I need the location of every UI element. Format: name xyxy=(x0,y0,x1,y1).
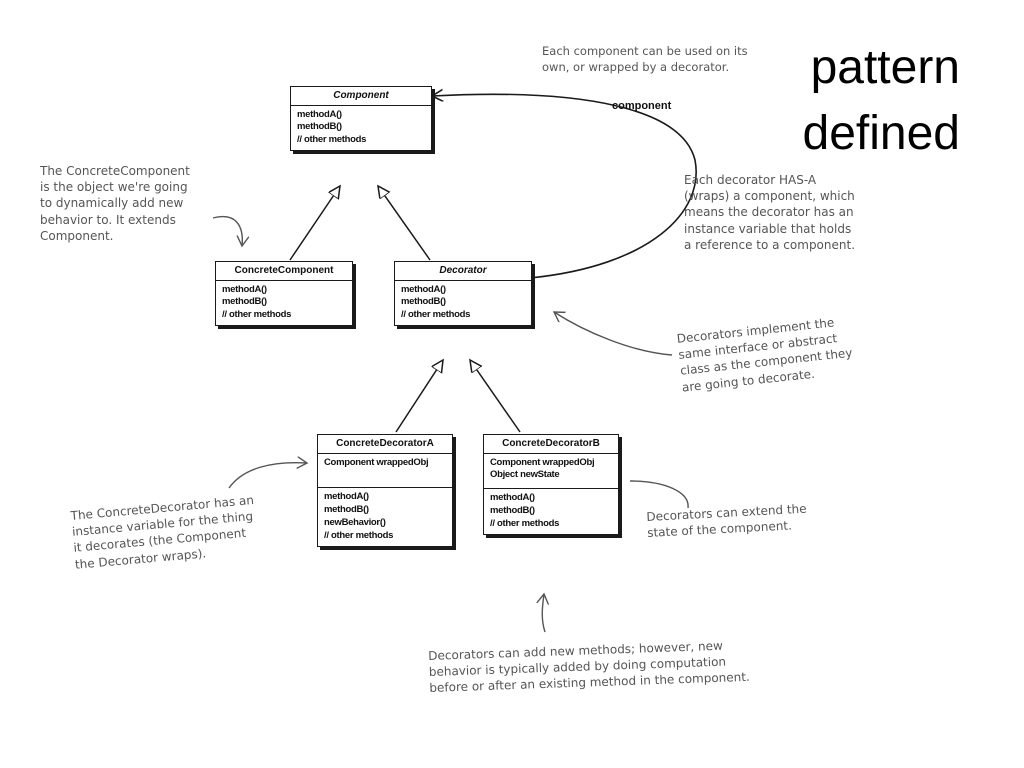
method-list: methodA() methodB() newBehavior() // oth… xyxy=(318,488,452,545)
method: methodA() xyxy=(222,283,267,295)
field: Component wrappedObj xyxy=(324,456,429,468)
method: methodB() xyxy=(222,296,267,308)
class-name: ConcreteDecoratorA xyxy=(318,435,452,454)
note-each-component: Each component can be used on its own, o… xyxy=(542,44,748,74)
association-label: component xyxy=(612,100,672,112)
class-name: Decorator xyxy=(395,262,531,281)
method: newBehavior() xyxy=(324,516,386,528)
field-list: Component wrappedObj xyxy=(318,454,452,489)
class-concrete-decorator-b: ConcreteDecoratorB Component wrappedObj … xyxy=(483,434,619,535)
method: // other methods xyxy=(401,309,471,321)
note-has-a: Each decorator HAS-A (wraps) a component… xyxy=(684,173,856,252)
method-list: methodA() methodB() // other methods xyxy=(216,281,352,325)
class-name: ConcreteDecoratorB xyxy=(484,435,618,454)
method: methodA() xyxy=(401,283,446,295)
pointer-concrete-component xyxy=(212,215,242,246)
pointer-implement xyxy=(554,312,673,356)
method: methodA() xyxy=(324,491,369,503)
class-concrete-decorator-a: ConcreteDecoratorA Component wrappedObj … xyxy=(317,434,453,547)
slide-title-line-2: defined xyxy=(802,107,960,160)
method: // other methods xyxy=(222,309,292,321)
field: Component wrappedObj xyxy=(490,456,595,468)
pointer-new-methods xyxy=(542,594,545,633)
inherit-decorator-a xyxy=(395,360,443,433)
class-name: ConcreteComponent xyxy=(216,262,352,281)
method-list: methodA() methodB() // other methods xyxy=(484,489,618,533)
method: methodB() xyxy=(324,504,369,516)
method: methodA() xyxy=(490,492,535,504)
method-list: methodA() methodB() // other methods xyxy=(395,281,531,325)
inherit-concrete-component xyxy=(289,186,340,261)
slide-title-line-1: pattern xyxy=(810,41,960,94)
class-name: Component xyxy=(291,87,431,106)
inherit-decorator xyxy=(378,186,431,261)
method: // other methods xyxy=(490,517,560,529)
method-list: methodA() methodB() // other methods xyxy=(291,106,431,150)
class-decorator: Decorator methodA() methodB() // other m… xyxy=(394,261,532,326)
field-list: Component wrappedObj Object newState xyxy=(484,454,618,490)
pointer-extend-state xyxy=(629,480,689,509)
field: Object newState xyxy=(490,469,560,481)
inherit-decorator-b xyxy=(470,360,521,433)
method: methodB() xyxy=(297,121,342,133)
note-concrete-component: The ConcreteComponent is the object we'r… xyxy=(40,164,190,243)
method: methodA() xyxy=(297,108,342,120)
class-concrete-component: ConcreteComponent methodA() methodB() //… xyxy=(215,261,353,326)
method: // other methods xyxy=(324,529,394,541)
class-component: Component methodA() methodB() // other m… xyxy=(290,86,432,151)
pointer-concrete-decorator xyxy=(228,463,307,489)
association-component xyxy=(432,94,697,279)
method: // other methods xyxy=(297,134,367,146)
method: methodB() xyxy=(401,296,446,308)
method: methodB() xyxy=(490,504,535,516)
